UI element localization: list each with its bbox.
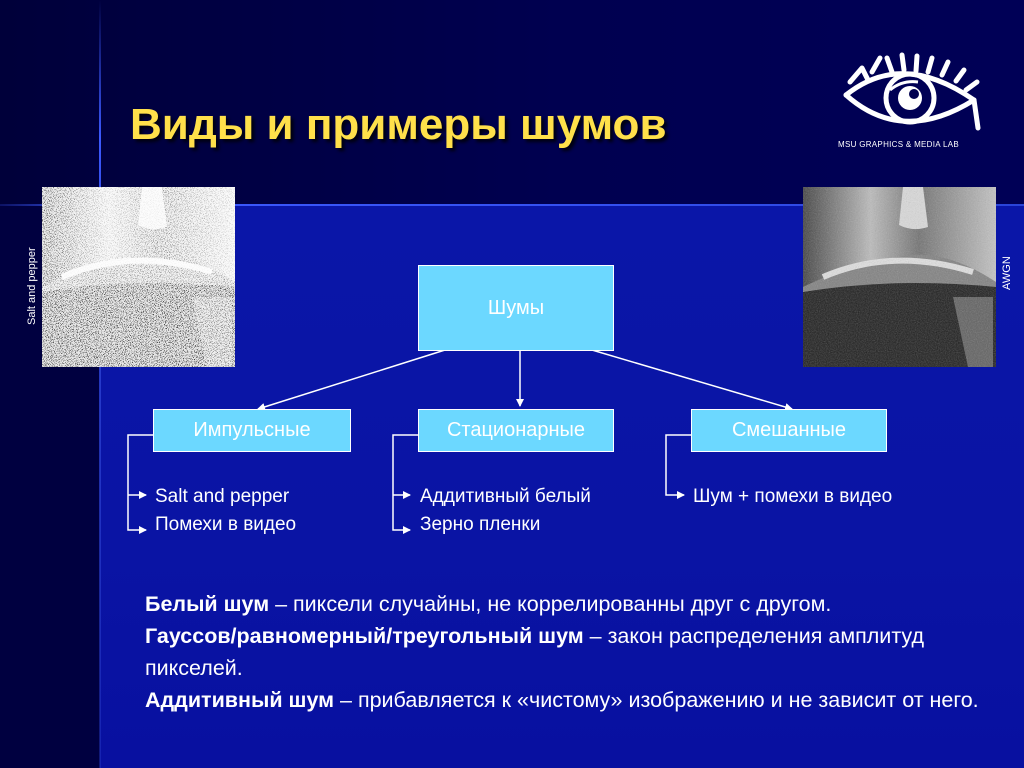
list-item: Аддитивный белый xyxy=(420,486,591,507)
vertical-accent-line xyxy=(99,0,101,768)
definition-additive-noise: Аддитивный шум – прибавляется к «чистому… xyxy=(145,684,1005,716)
definition-term: Белый шум xyxy=(145,592,270,616)
eye-logo-icon xyxy=(843,52,981,131)
definition-distribution: Гауссов/равномерный/треугольный шум – за… xyxy=(145,620,1005,684)
list-item: Salt and pepper xyxy=(155,486,290,507)
salt-and-pepper-label: Salt and pepper xyxy=(26,247,38,325)
definition-term: Аддитивный шум xyxy=(145,688,335,712)
definition-term: Гауссов/равномерный/треугольный шум xyxy=(145,624,584,648)
awgn-image xyxy=(803,187,996,367)
awgn-label: AWGN xyxy=(1001,256,1013,290)
salt-and-pepper-image xyxy=(42,187,235,367)
mixed-noise-box: Смешанные xyxy=(691,409,887,452)
definition-text: – прибавляется к «чистому» изображению и… xyxy=(334,688,979,712)
definitions-block: Белый шум – пиксели случайны, не коррели… xyxy=(145,588,1005,716)
list-item: Помехи в видео xyxy=(155,514,297,535)
definition-text: – пиксели случайны, не коррелированны др… xyxy=(269,592,832,616)
list-item: Зерно пленки xyxy=(420,514,541,535)
slide-title: Виды и примеры шумов xyxy=(130,100,667,149)
horizontal-accent-line xyxy=(0,204,1024,206)
logo-caption: MSU GRAPHICS & MEDIA LAB xyxy=(838,140,960,149)
list-item: Шум + помехи в видео xyxy=(693,486,893,507)
stationary-noise-box: Стационарные xyxy=(418,409,614,452)
impulse-noise-box: Импульсные xyxy=(153,409,351,452)
noise-root-box: Шумы xyxy=(418,265,614,351)
definition-text: – закон распределения амплитуд пикселей. xyxy=(145,624,924,680)
definition-white-noise: Белый шум – пиксели случайны, не коррели… xyxy=(145,588,1005,620)
